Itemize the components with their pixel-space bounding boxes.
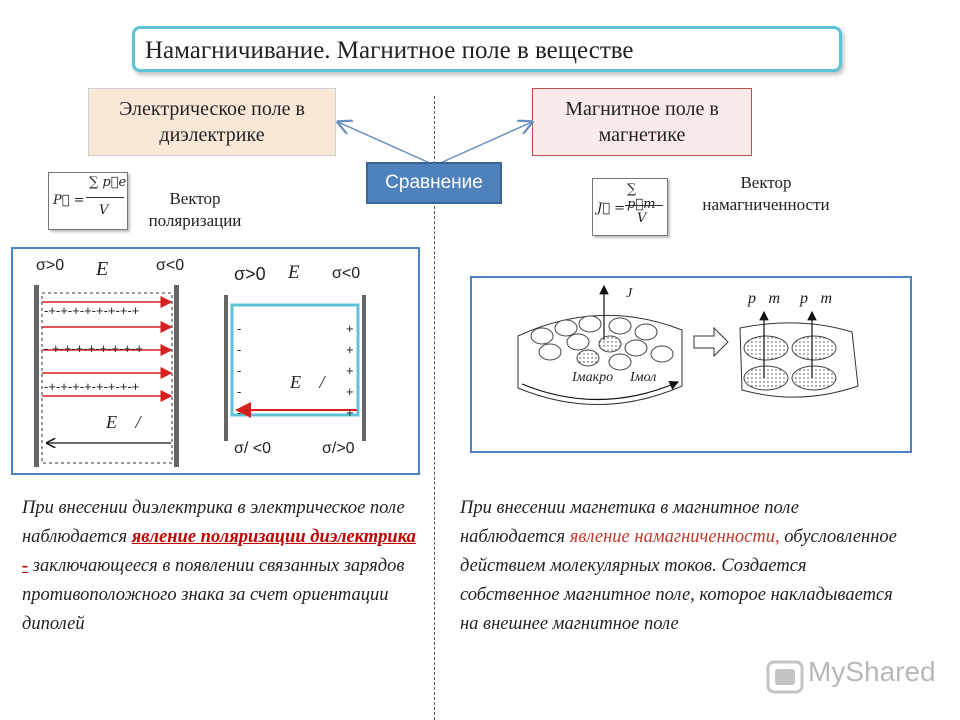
- polarization-phenomenon: явление поляризации диэлектрика -: [22, 527, 416, 576]
- plate-right-1: [174, 285, 179, 467]
- d2-minus-charges: -----: [237, 321, 242, 420]
- formula-j-fraction-bar: [625, 205, 663, 206]
- d2-inner-field-label: E⃗ /: [290, 372, 325, 392]
- title-text: Намагничивание. Магнитное поле в веществ…: [145, 37, 634, 64]
- d2-plus-charges: +++++: [346, 321, 354, 420]
- d1-charge-row-2: - +-+-+-+-+-+-+-+: [44, 341, 143, 356]
- pm-label-left: p⃗m: [748, 290, 780, 307]
- polarization-formula: P⃗ = ∑ p⃗e V: [48, 172, 128, 230]
- compare-button[interactable]: Сравнение: [366, 162, 502, 204]
- d1-field-label: E⃗: [96, 258, 124, 280]
- compare-label: Сравнение: [385, 172, 483, 193]
- dielectric-slab-2: [230, 303, 360, 417]
- myshared-logo-text: MyShared: [808, 656, 936, 687]
- d1-sigma-neg: σ<0: [156, 257, 185, 274]
- arrow-to-magnetic: [437, 122, 532, 165]
- macro-current-loop: [521, 380, 680, 401]
- plate-left-2: [224, 295, 228, 441]
- polarization-caption: Вектор поляризации: [148, 189, 242, 230]
- myshared-logo-icon: [766, 660, 804, 694]
- dielectric-paragraph: При внесении диэлектрика в электрическое…: [22, 498, 416, 634]
- page-title: Намагничивание. Магнитное поле в веществ…: [132, 26, 842, 72]
- d1-charge-row-3: -+-+-+-+-+-+-+-+: [44, 379, 140, 394]
- magnetization-formula: J⃗ = ∑ p⃗m V: [592, 178, 668, 236]
- formula-p-lhs: P⃗ =: [53, 193, 85, 208]
- arrow-to-dielectric: [338, 122, 433, 165]
- j-label: J: [626, 286, 633, 301]
- molecular-current-circles: [530, 315, 674, 371]
- d2-field-label: E⃗: [288, 262, 315, 283]
- formula-p-fraction-bar: [86, 197, 124, 198]
- i-mol-label: Iмол: [630, 370, 657, 385]
- d2-bound-neg: σ/ <0: [234, 440, 272, 457]
- magnetic-diagram: [517, 284, 859, 405]
- center-divider: [434, 96, 435, 720]
- myshared-logo: MyShared: [766, 656, 936, 694]
- formula-j-lhs: J⃗ =: [597, 201, 626, 216]
- d2-sigma-neg: σ<0: [332, 265, 361, 282]
- i-macro-label: Iмакро: [572, 370, 614, 385]
- formula-j-numerator: ∑ p⃗m: [627, 182, 656, 212]
- dielectric-diagrams: [34, 285, 366, 467]
- topic-dielectric-label: Электрическое поле в диэлектрике: [119, 98, 305, 146]
- d1-inner-field-label: E⃗ /: [106, 412, 141, 432]
- dipole-circles: [743, 335, 837, 391]
- formula-j-denominator: V: [637, 211, 647, 226]
- topic-magnetic-label: Магнитное поле в магнетике: [565, 98, 719, 146]
- plate-left-1: [34, 285, 39, 467]
- transform-arrow: [693, 326, 729, 358]
- magnetic-paragraph: При внесении магнетика в магнитное поле …: [460, 498, 897, 634]
- dielectric-slab-1: [41, 292, 173, 464]
- formula-p-numerator: ∑ p⃗e: [89, 175, 127, 190]
- plate-right-2: [362, 295, 366, 441]
- d1-sigma-pos: σ>0: [36, 257, 65, 274]
- d2-sigma-pos: σ>0: [234, 264, 266, 284]
- d2-bound-pos: σ/>0: [322, 440, 355, 457]
- magnetization-phenomenon: явление намагниченности,: [569, 527, 780, 547]
- formula-p-denominator: V: [99, 203, 109, 218]
- d1-charge-row-1: -+-+-+-+-+-+-+-+: [44, 303, 140, 318]
- topic-box-magnetic: Магнитное поле в магнетике: [532, 88, 752, 156]
- pm-label-right: p⃗m: [800, 290, 832, 307]
- magnetization-caption: Вектор намагниченности: [702, 173, 830, 214]
